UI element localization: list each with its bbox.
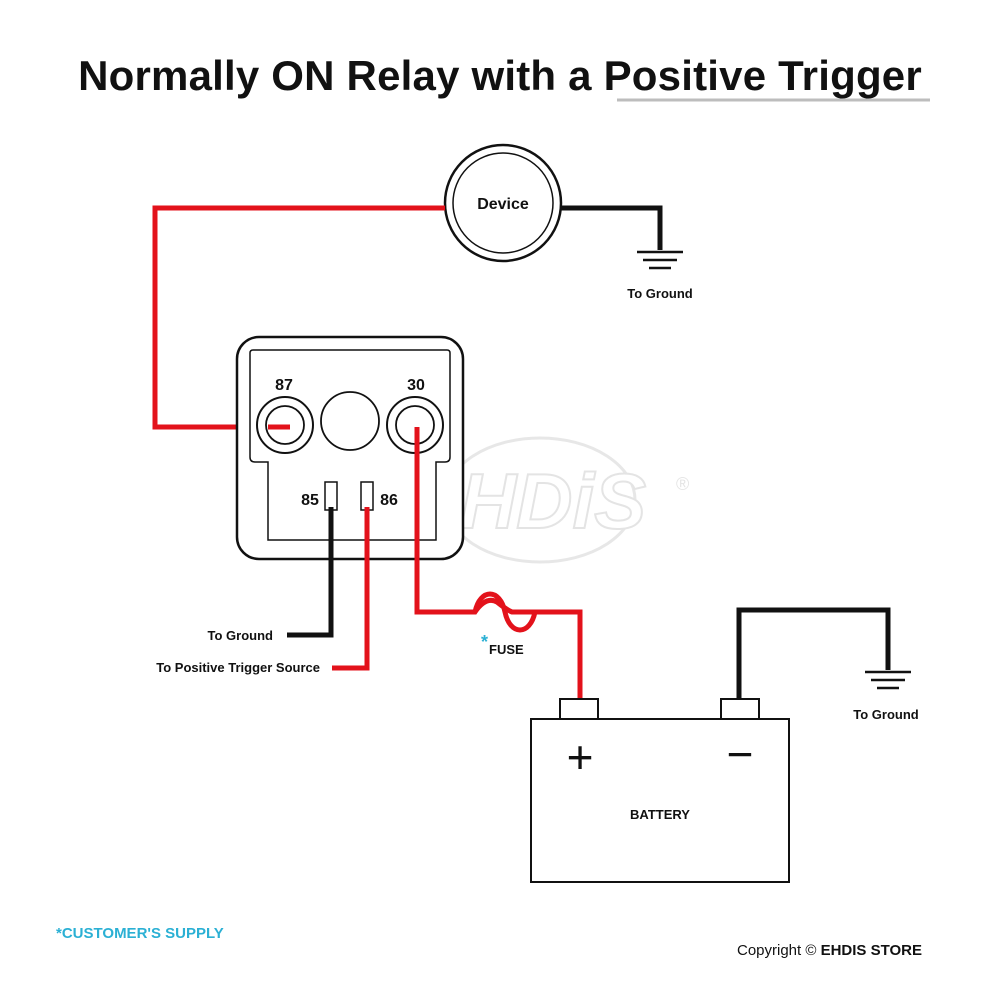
battery-label: BATTERY [630,807,690,822]
device-inner-ring [452,152,554,254]
watermark-registered-mark: ® [676,474,689,494]
wire-battery-to-ground [736,607,891,700]
relay-pin-85-blade [324,481,338,511]
fuse-asterisk: * [481,632,488,652]
trigger-source-label: To Positive Trigger Source [156,660,320,675]
relay-pin-86-label: 86 [380,492,398,509]
title-part-2: Positive Trigger [603,52,922,99]
copyright-notice: Copyright © EHDIS STORE [737,942,922,959]
fuse-icon [472,591,538,633]
copyright-prefix: Copyright © [736,942,821,959]
wire-86-to-trigger [332,507,370,671]
relay-center-hole [320,391,380,451]
relay-pin-87-label: 87 [275,377,293,394]
relay-pin-86-blade [360,481,374,511]
relay-inner-outline [249,349,451,541]
battery-plus-sign: + [567,731,594,783]
ground-icon [865,670,911,690]
battery-negative-terminal [720,698,760,720]
wire-device-to-ground [561,205,663,250]
wire-device-to-87 [152,205,445,430]
relay-pin-30-label: 30 [407,377,425,394]
battery-ground-label: To Ground [853,707,919,722]
ground-icon [637,250,683,270]
page-title: Normally ON Relay with a Positive Trigge… [0,52,1000,100]
battery-positive-terminal [559,698,599,720]
device-ground-label: To Ground [627,286,693,301]
relay-pin-85-label: 85 [301,492,319,509]
battery-minus-sign: − [727,728,754,780]
battery: + − BATTERY [530,698,790,883]
copyright-owner: EHDIS STORE [820,942,922,959]
device-label: Device [477,196,529,213]
relay-ground-label: To Ground [208,628,274,643]
relay: 87 30 85 86 [235,335,465,561]
battery-body [530,718,790,883]
title-part-1: Normally ON Relay with a [78,52,604,99]
wire-85-to-ground [287,507,334,638]
customer-supply-note: *CUSTOMER'S SUPPLY [56,925,224,942]
fuse-label: FUSE [489,642,524,657]
device: Device [443,143,563,263]
